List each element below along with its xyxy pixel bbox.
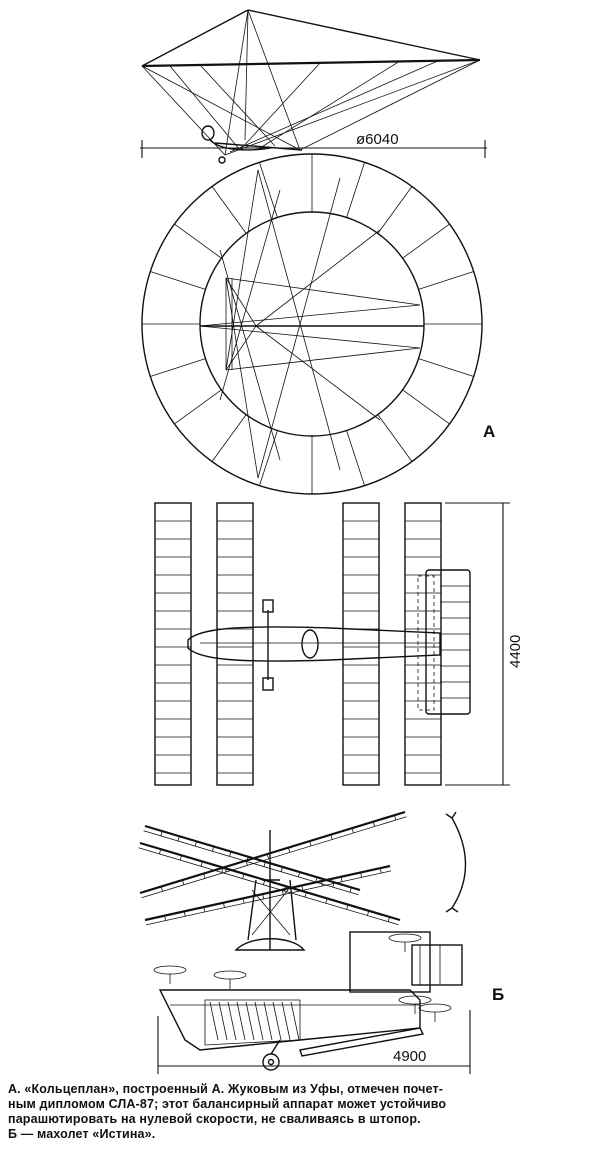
flapping-wing-rib [203, 906, 206, 913]
flapping-wing-rib [262, 893, 265, 900]
fuselage-hatch-line [218, 1001, 228, 1041]
flapping-wing-edge [141, 816, 407, 899]
fuselage-hatch-line [236, 1001, 246, 1041]
flapping-wing-rib [394, 815, 397, 821]
span-label: 4400 [507, 635, 524, 668]
flapping-wing-rib [242, 898, 245, 904]
flapping-wing-rib [297, 871, 301, 877]
caption-line: Б — махолет «Истина». [8, 1127, 156, 1141]
flapping-wing-rib [315, 877, 318, 883]
ring-rib [346, 430, 365, 486]
flapping-wing-edge [145, 870, 392, 926]
ring-rib [211, 414, 247, 462]
flapping-wing [139, 810, 406, 895]
flapping-wing-rib [182, 879, 185, 885]
vane [418, 1003, 452, 1013]
flapping-wing-rib [360, 872, 363, 878]
ring-rib [402, 223, 450, 259]
flapping-wing-edge [143, 830, 359, 896]
flapping-wing-rib [223, 902, 225, 908]
flapping-wing-rib [309, 841, 312, 847]
flapping-wing-rib [366, 910, 370, 916]
flapping-wing-rib [280, 866, 283, 872]
flapping-wing-rib [158, 849, 162, 855]
ornithopter-plan-view [154, 502, 471, 786]
flapping-wing-edge [138, 847, 399, 926]
flapping-wing-rib [266, 854, 270, 860]
flapping-wing-rib [179, 855, 182, 861]
flapping-wing-rib [330, 834, 333, 840]
flapping-wing-rib [200, 861, 203, 867]
length-dimension: 4900 [157, 1010, 471, 1074]
flapping-wing-rib [177, 836, 180, 842]
ring-rib [211, 186, 247, 234]
flapping-wing [144, 824, 361, 892]
flapping-wing-rib [281, 889, 284, 895]
flapping-wing-rib [203, 873, 206, 879]
fuselage-hatch-line [290, 1001, 300, 1041]
ring-rib [174, 223, 222, 259]
flapping-wing-rib [211, 846, 215, 852]
diameter-label: ø6040 [356, 131, 399, 148]
vane [213, 970, 247, 980]
flapping-wing-rib [262, 879, 266, 885]
flapping-wing-rib [349, 887, 352, 893]
vane [398, 995, 432, 1005]
flapping-wing-rib [379, 868, 382, 874]
figure-a-marker: А [483, 422, 495, 441]
caption-line: парашютировать на нулевой скорости, не с… [8, 1112, 421, 1126]
flapping-wing-rib [304, 892, 307, 898]
fuselage-hatch-line [281, 1001, 291, 1041]
flapping-wing-rib [325, 898, 328, 904]
span-dimension: 4400 [445, 502, 524, 786]
ring-wing-side-view [141, 9, 481, 164]
caption-line: А. «Кольцеплан», построенный А. Жуковым … [8, 1082, 444, 1096]
flapping-wing-rib [229, 851, 232, 857]
fuselage-hatch-line [263, 1001, 273, 1041]
ring-rib [377, 414, 413, 462]
flapping-wing-rib [351, 828, 354, 834]
flapping-wing-rib [387, 916, 390, 922]
fuselage-hatch-line [254, 1001, 264, 1041]
flapping-wing-rib [242, 873, 245, 879]
flapping-wing-rib [164, 915, 167, 921]
length-label: 4900 [393, 1048, 426, 1065]
flapping-wing-rib [372, 821, 376, 827]
ring-rib [418, 358, 474, 377]
fuselage-hatch-line [245, 1001, 255, 1041]
fuselage-hatch-line [272, 1001, 282, 1041]
diameter-dimension: ø6040 [140, 131, 487, 158]
flapping-wing-rib [288, 847, 291, 853]
flapping-wing-rib [301, 885, 304, 891]
vane [388, 933, 422, 943]
flapping-wing-rib [183, 911, 186, 917]
flapping-wing-rib [346, 904, 349, 910]
ring-rib [377, 186, 413, 234]
flapping-wing-rib [340, 876, 343, 882]
ring-rib [150, 358, 206, 377]
ring-rib [346, 162, 365, 218]
caption-line: ным дипломом СЛА-87; этот балансирный ап… [8, 1097, 447, 1111]
ring-wing-plan-view [141, 153, 483, 495]
fuselage-hatch-line [227, 1001, 237, 1041]
figure-b-marker: Б [492, 985, 504, 1004]
vane [153, 965, 187, 975]
flapping-wing-rib [160, 886, 164, 892]
flapping-wing [144, 864, 391, 922]
ring-rib [174, 389, 222, 425]
flapping-wing-rib [194, 841, 197, 847]
fuselage-hatch-line [209, 1001, 219, 1041]
flapping-wing-rib [160, 831, 163, 837]
flapping-wing-rib [263, 861, 266, 867]
ring-rib [418, 271, 474, 290]
figure-caption: А. «Кольцеплан», построенный А. Жуковым … [8, 1082, 598, 1142]
ring-rib [150, 271, 206, 290]
flapping-wing-rib [332, 882, 335, 888]
ornithopter-side-view [138, 810, 467, 1071]
flapping-wing-rib [224, 866, 227, 872]
flapping-wing-rib [246, 856, 249, 862]
ring-rib [402, 389, 450, 425]
